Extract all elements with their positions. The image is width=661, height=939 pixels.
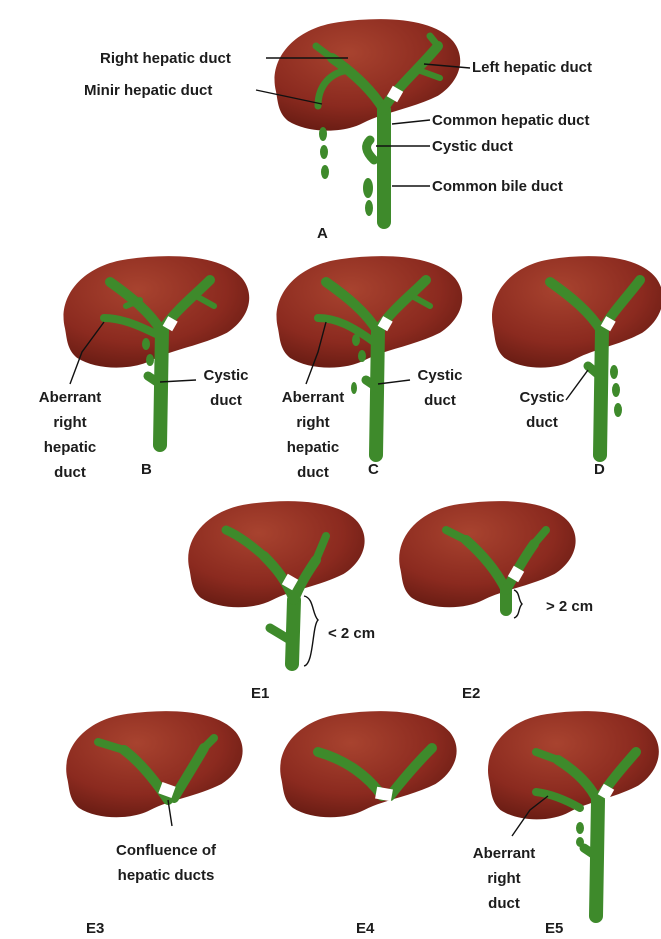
liver-e3 xyxy=(66,711,242,817)
label-confluence-2: hepatic ducts xyxy=(118,867,215,884)
panel-label-c: C xyxy=(368,461,379,478)
label-cystic-d-2: duct xyxy=(526,414,558,431)
panel-label-e5: E5 xyxy=(545,920,563,937)
leader-cystic-d xyxy=(566,370,588,400)
brace-e1 xyxy=(304,596,318,666)
label-aberrant-c-3: hepatic xyxy=(287,439,340,456)
label-cystic-c-2: duct xyxy=(424,392,456,409)
panel-d: Cystic duct D xyxy=(492,256,661,478)
label-aberrant-c-2: right xyxy=(296,414,329,431)
panel-a: Right hepatic duct Minir hepatic duct Le… xyxy=(84,19,592,242)
panel-label-e4: E4 xyxy=(356,920,375,937)
stones-e5 xyxy=(576,822,584,847)
label-cystic-c-1: Cystic xyxy=(417,367,462,384)
label-cystic-d-1: Cystic xyxy=(519,389,564,406)
panel-c: Aberrant right hepatic duct Cystic duct … xyxy=(277,256,463,481)
panel-b: Aberrant right hepatic duct Cystic duct … xyxy=(39,256,249,481)
label-aberrant-e5-1: Aberrant xyxy=(473,845,536,862)
label-aberrant-b-2: right xyxy=(53,414,86,431)
label-aberrant-c-4: duct xyxy=(297,464,329,481)
panel-e3: Confluence of hepatic ducts E3 xyxy=(66,711,242,937)
panel-label-d: D xyxy=(594,461,605,478)
liver-c xyxy=(277,256,463,367)
label-aberrant-b-3: hepatic xyxy=(44,439,97,456)
panel-label-e3: E3 xyxy=(86,920,104,937)
label-cystic-b-1: Cystic xyxy=(203,367,248,384)
label-cystic-b-2: duct xyxy=(210,392,242,409)
panel-e4: E4 xyxy=(280,711,456,937)
label-right-hepatic-duct: Right hepatic duct xyxy=(100,50,231,67)
label-aberrant-e5-3: duct xyxy=(488,895,520,912)
label-aberrant-b-4: duct xyxy=(54,464,86,481)
panel-label-b: B xyxy=(141,461,152,478)
brace-e2 xyxy=(514,590,522,618)
label-aberrant-b-1: Aberrant xyxy=(39,389,102,406)
liver-e4 xyxy=(280,711,456,817)
panel-label-e2: E2 xyxy=(462,685,480,702)
label-common-bile-duct: Common bile duct xyxy=(432,178,563,195)
label-confluence-1: Confluence of xyxy=(116,842,217,859)
stones-d xyxy=(610,365,622,417)
liver-e1 xyxy=(188,501,364,607)
label-minor-hepatic-duct: Minir hepatic duct xyxy=(84,82,212,99)
panel-e2: > 2 cm E2 xyxy=(399,501,593,702)
label-aberrant-c-1: Aberrant xyxy=(282,389,345,406)
panel-label-a: A xyxy=(317,225,328,242)
liver-d xyxy=(492,256,661,367)
panel-e5: Aberrant right duct E5 xyxy=(473,711,659,937)
label-measure-e2: > 2 cm xyxy=(546,598,593,615)
leader-common-hepatic xyxy=(392,120,430,124)
panel-label-e1: E1 xyxy=(251,685,269,702)
label-measure-e1: < 2 cm xyxy=(328,625,375,642)
label-left-hepatic-duct: Left hepatic duct xyxy=(472,59,592,76)
label-common-hepatic-duct: Common hepatic duct xyxy=(432,112,590,129)
panel-e1: < 2 cm E1 xyxy=(188,501,375,702)
label-cystic-duct: Cystic duct xyxy=(432,138,513,155)
label-aberrant-e5-2: right xyxy=(487,870,520,887)
